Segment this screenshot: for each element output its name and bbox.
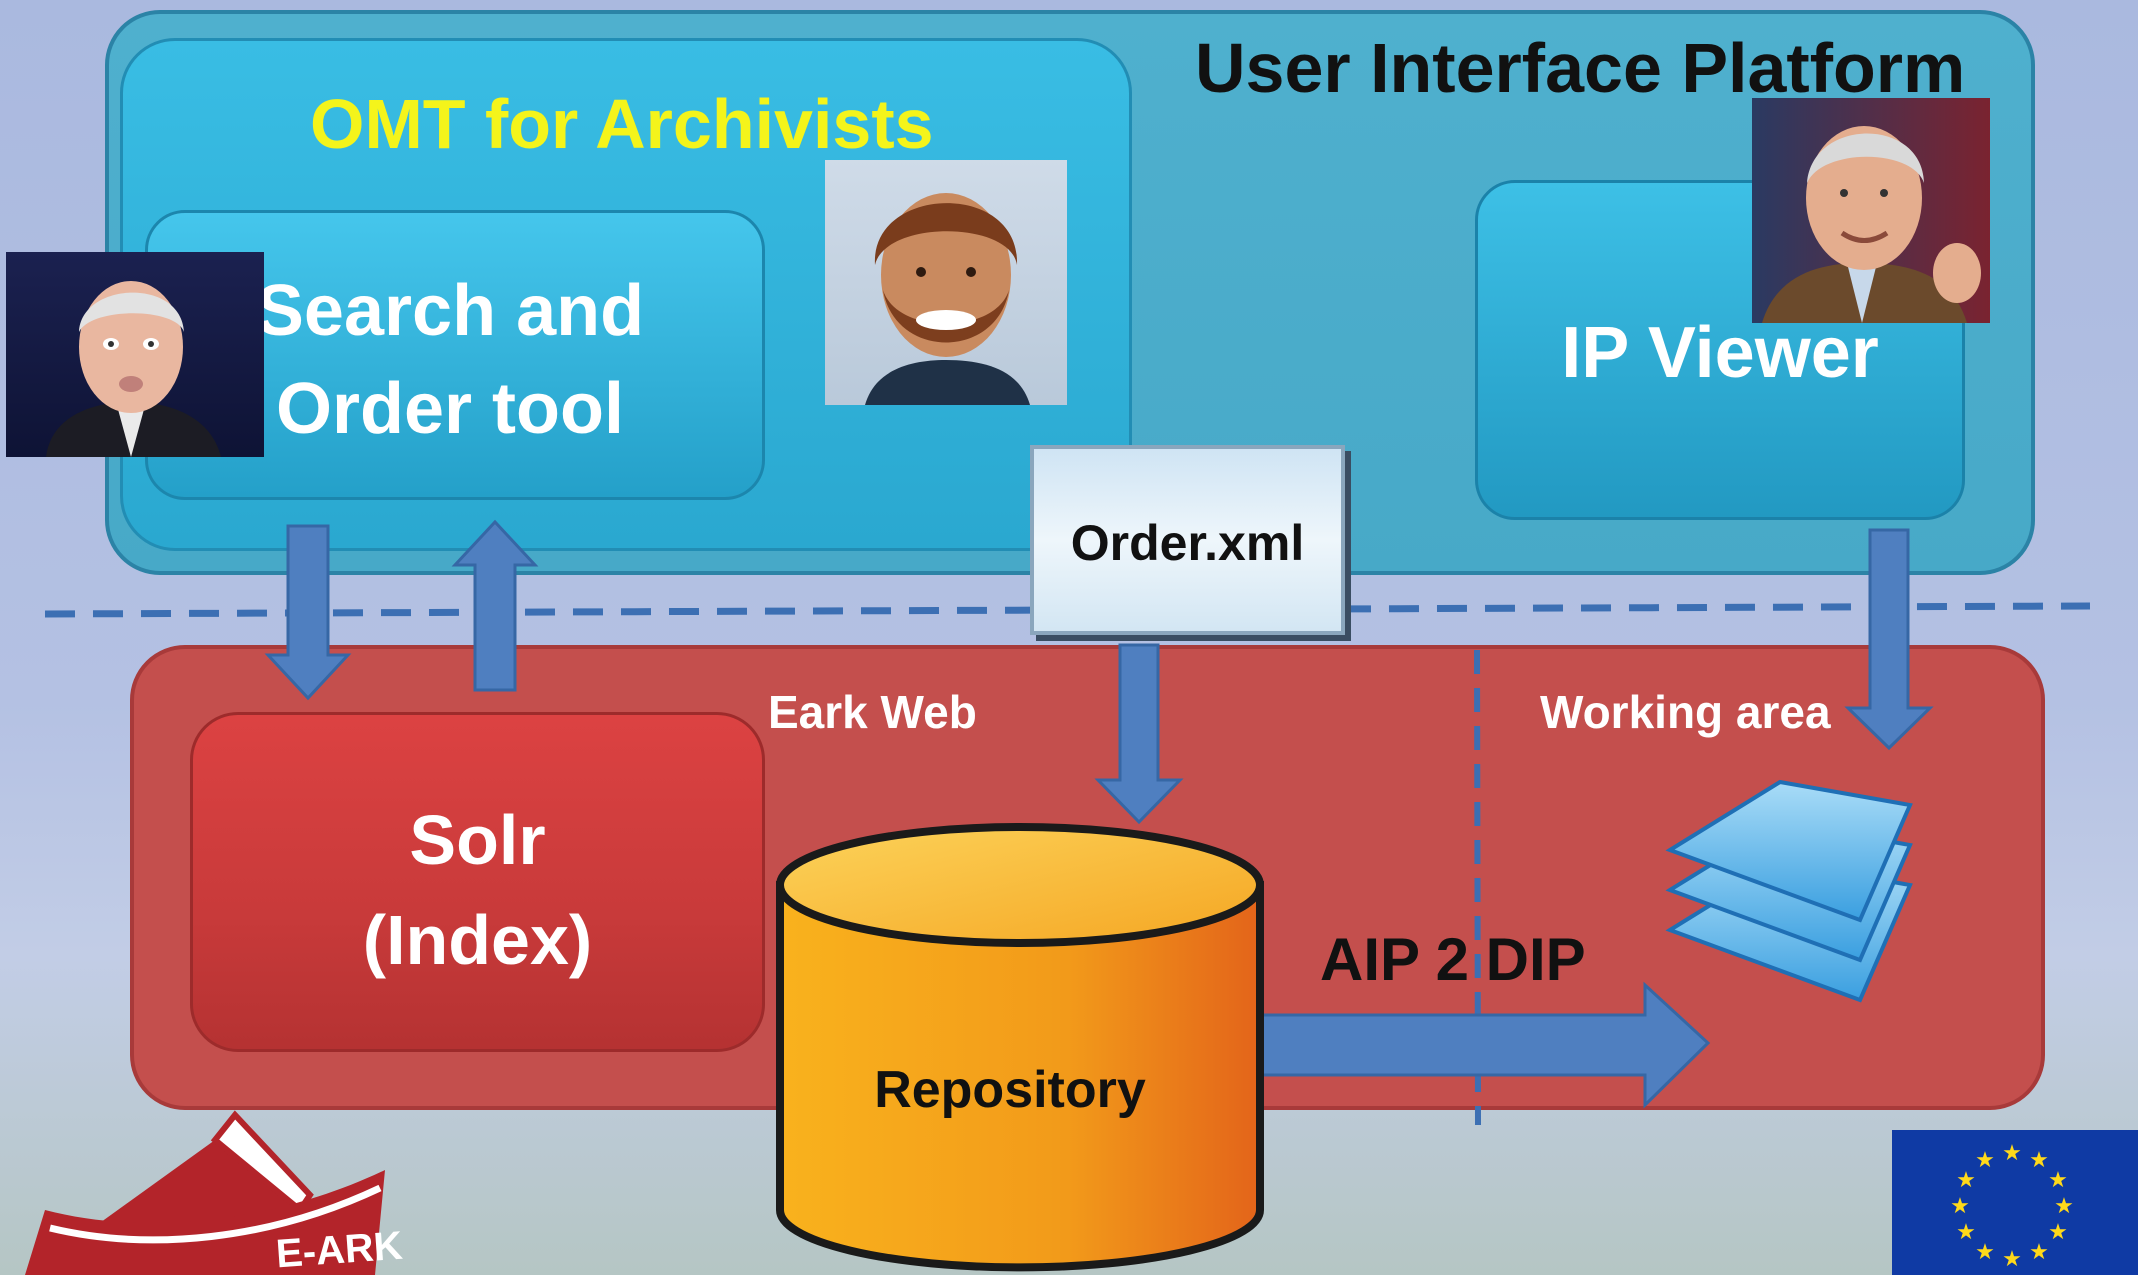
ip-viewer-label: IP Viewer (1561, 313, 1879, 393)
svg-text:★: ★ (2048, 1220, 2068, 1245)
aip2dip-label: AIP 2 DIP (1320, 926, 1586, 993)
order-arrow-down-icon (1094, 643, 1184, 825)
omt-title: OMT for Archivists (310, 85, 934, 163)
svg-text:★: ★ (2002, 1141, 2022, 1166)
solr-index-label: Solr (Index) (190, 790, 765, 990)
eark-web-label: Eark Web (768, 686, 977, 738)
platform-title: User Interface Platform (1195, 29, 1966, 107)
solr-line2: (Index) (362, 901, 593, 979)
search-tool-line1: Search and (255, 271, 645, 351)
svg-text:★: ★ (1956, 1168, 1976, 1193)
portrait-photo-center (825, 160, 1067, 405)
search-tool-line2: Order tool (275, 369, 624, 449)
aip2dip-arrow-icon (1253, 981, 1711, 1109)
svg-text:★: ★ (1956, 1220, 1976, 1245)
order-xml-label: Order.xml (1070, 515, 1305, 571)
eu-flag-icon: ★★★ ★★★ ★★★ ★★★ (1892, 1130, 2138, 1275)
arrow-up-icon (451, 519, 539, 692)
arrow-down-icon (264, 524, 352, 701)
svg-text:★: ★ (1975, 1148, 1995, 1173)
database-icon (776, 823, 1264, 1272)
svg-text:★: ★ (2054, 1194, 2074, 1219)
ip-viewer-arrow-down-icon (1844, 528, 1934, 751)
working-area-label: Working area (1540, 686, 1831, 738)
svg-text:★: ★ (2029, 1148, 2049, 1173)
solr-line1: Solr (409, 801, 546, 879)
svg-text:★: ★ (2048, 1168, 2068, 1193)
repository-label: Repository (874, 1061, 1146, 1119)
portrait-photo-right (1752, 98, 1990, 323)
solr-index-box (190, 712, 765, 1052)
svg-text:★: ★ (1975, 1240, 1995, 1265)
svg-text:★: ★ (2029, 1240, 2049, 1265)
svg-text:★: ★ (1950, 1194, 1970, 1219)
document-stack-icon (1665, 779, 1913, 1003)
logo-text: E-ARK (274, 1223, 405, 1277)
ark-logo-icon (25, 1110, 385, 1275)
order-xml-document (1030, 445, 1345, 635)
portrait-photo-left (6, 252, 264, 457)
svg-text:★: ★ (2002, 1247, 2022, 1272)
search-order-tool-label: Search and Order tool (250, 262, 650, 458)
